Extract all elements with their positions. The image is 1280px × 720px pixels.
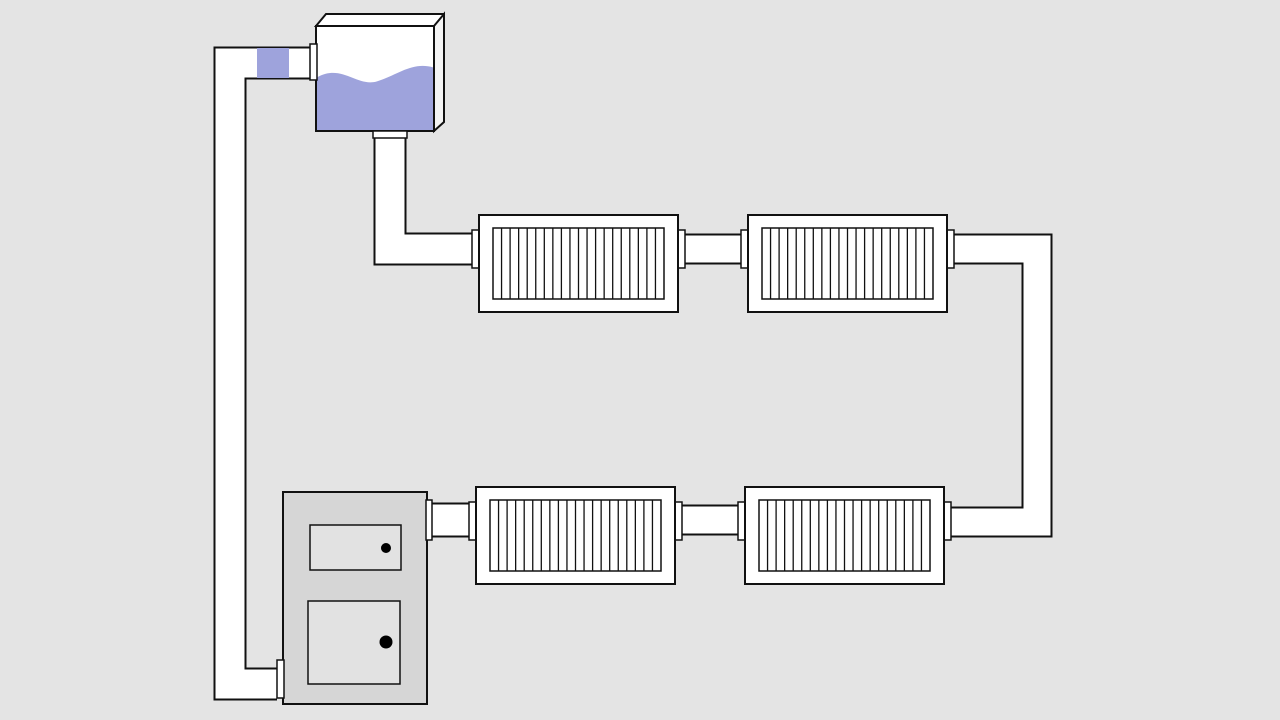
pipe-water-segment bbox=[257, 48, 289, 78]
radiator-top-left bbox=[471, 214, 686, 313]
expansion-tank-top bbox=[313, 13, 445, 27]
expansion-tank-water bbox=[317, 65, 433, 130]
radiator-group bbox=[468, 214, 955, 585]
radiator-top-right bbox=[740, 214, 955, 313]
expansion-tank-inlet-collar bbox=[309, 43, 318, 81]
boiler-return-collar bbox=[276, 659, 285, 699]
boiler bbox=[276, 491, 433, 705]
radiator-bottom-right bbox=[737, 486, 952, 585]
pipe-right-loop bbox=[948, 235, 1051, 536]
boiler-flow-collar bbox=[425, 499, 433, 541]
expansion-tank bbox=[309, 11, 445, 139]
boiler-upper-knob bbox=[381, 543, 391, 553]
boiler-lower-knob bbox=[379, 635, 393, 649]
radiator-bottom-left bbox=[468, 486, 683, 585]
expansion-tank-side bbox=[433, 11, 445, 134]
pipe-tank-down bbox=[375, 136, 474, 264]
expansion-tank-outlet-collar bbox=[372, 130, 408, 139]
